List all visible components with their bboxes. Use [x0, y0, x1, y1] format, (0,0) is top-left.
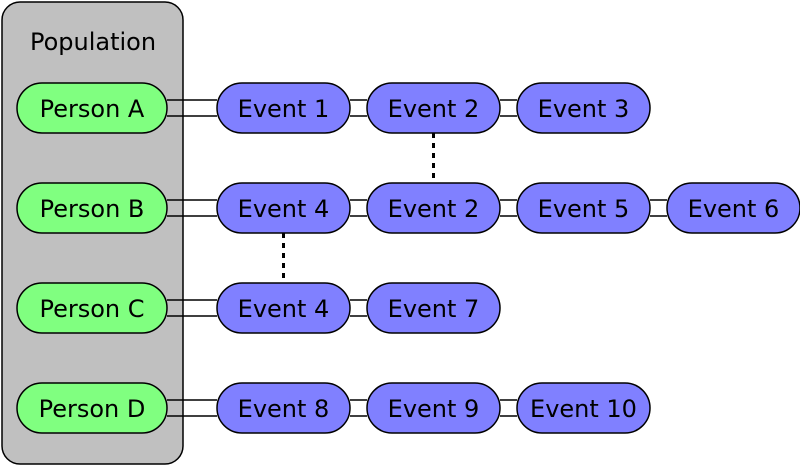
person-node-person-c: Person C: [16, 282, 168, 334]
connector-row-0-event-1: [500, 99, 517, 117]
person-node-person-a: Person A: [16, 82, 168, 134]
event-node-event-8-row-3: Event 8: [216, 382, 351, 434]
connector-row-0-person: [167, 99, 217, 117]
connector-row-0-event-0: [350, 99, 367, 117]
event-node-event-1-row-0-label: Event 1: [238, 95, 330, 123]
event-node-event-10-row-3: Event 10: [516, 382, 651, 434]
person-node-person-b: Person B: [16, 182, 168, 234]
event-node-event-4-row-1-label: Event 4: [238, 195, 330, 223]
event-node-event-2-row-0: Event 2: [366, 82, 501, 134]
event-node-event-4-row-2: Event 4: [216, 282, 351, 334]
event-node-event-5-row-1-label: Event 5: [538, 195, 630, 223]
event-node-event-9-row-3-label: Event 9: [388, 395, 480, 423]
nodes-layer: Person A Event 1 Event 2 Event 3 Person B Eve…: [16, 82, 800, 434]
event-node-event-4-row-1: Event 4: [216, 182, 351, 234]
event-node-event-1-row-0: Event 1: [216, 82, 351, 134]
connector-row-2-person: [167, 299, 217, 317]
connectors-layer: [167, 99, 667, 417]
person-node-person-d-label: Person D: [39, 395, 146, 423]
connector-row-1-event-0: [350, 199, 367, 217]
person-node-person-a-label: Person A: [40, 95, 145, 123]
event-node-event-9-row-3: Event 9: [366, 382, 501, 434]
event-node-event-3-row-0: Event 3: [516, 82, 651, 134]
connector-row-1-person: [167, 199, 217, 217]
connector-row-1-event-1: [500, 199, 517, 217]
event-node-event-10-row-3-label: Event 10: [530, 395, 637, 423]
event-node-event-7-row-2: Event 7: [366, 282, 501, 334]
event-node-event-2-row-1-label: Event 2: [388, 195, 480, 223]
event-node-event-3-row-0-label: Event 3: [538, 95, 630, 123]
event-node-event-2-row-1: Event 2: [366, 182, 501, 234]
connector-row-3-person: [167, 399, 217, 417]
event-node-event-6-row-1-label: Event 6: [688, 195, 780, 223]
person-node-person-c-label: Person C: [39, 295, 144, 323]
person-node-person-b-label: Person B: [40, 195, 145, 223]
connector-row-3-event-0: [350, 399, 367, 417]
connector-row-2-event-0: [350, 299, 367, 317]
event-node-event-6-row-1: Event 6: [666, 182, 800, 234]
event-node-event-4-row-2-label: Event 4: [238, 295, 330, 323]
connector-row-3-event-1: [500, 399, 517, 417]
shared-event-links-layer: [282, 133, 435, 283]
population-title: Population: [30, 28, 156, 56]
event-node-event-8-row-3-label: Event 8: [238, 395, 330, 423]
event-node-event-2-row-0-label: Event 2: [388, 95, 480, 123]
event-node-event-5-row-1: Event 5: [516, 182, 651, 234]
event-node-event-7-row-2-label: Event 7: [388, 295, 480, 323]
person-node-person-d: Person D: [16, 382, 168, 434]
connector-row-1-event-2: [650, 199, 667, 217]
